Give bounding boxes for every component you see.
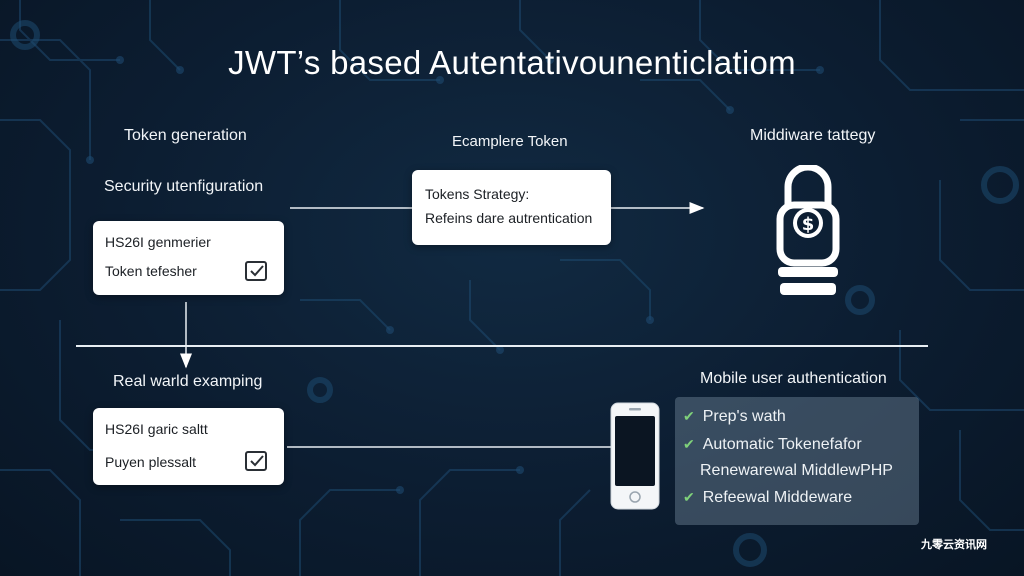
card-line: HS26I genmerier bbox=[105, 234, 211, 250]
label-token-generation: Token generation bbox=[124, 127, 247, 144]
card-real-world: HS26I garic saltt Puyen plessalt bbox=[93, 408, 284, 485]
checkbox-icon[interactable] bbox=[245, 451, 267, 471]
list-item-label: Automatic Tokenefafor bbox=[702, 436, 862, 453]
label-example-token: Ecamplere Token bbox=[452, 133, 568, 150]
padlock-icon: $ bbox=[776, 165, 840, 295]
diagram-title: JWT’s based Autentativounenticlatiom bbox=[228, 44, 796, 81]
label-real-world: Real warld examping bbox=[113, 373, 263, 390]
list-item-label: Prep's wath bbox=[702, 408, 786, 425]
list-item: ✔ Refeewal Middeware bbox=[683, 489, 852, 507]
card-line: Tokens Strategy: bbox=[425, 186, 530, 202]
list-item-label: Refeewal Middeware bbox=[702, 489, 853, 506]
list-item: ✔ Automatic Tokenefafor bbox=[683, 436, 862, 454]
card-line: HS26I garic saltt bbox=[105, 421, 208, 437]
card-token-generator: HS26I genmerier Token tefesher bbox=[93, 221, 284, 295]
card-line: Refeins dare autrentication bbox=[425, 210, 593, 226]
checkbox-icon[interactable] bbox=[245, 261, 267, 281]
card-line: Puyen plessalt bbox=[105, 454, 197, 470]
label-middleware-strategy: Middiware tattegy bbox=[750, 127, 876, 144]
card-line: Token tefesher bbox=[105, 263, 197, 279]
gear-icon bbox=[10, 20, 1019, 567]
card-token-strategy: Tokens Strategy: Refeins dare autrentica… bbox=[412, 170, 611, 245]
mobile-auth-panel: ✔ Prep's wath ✔ Automatic Tokenefafor Rene… bbox=[675, 397, 919, 525]
svg-text:$: $ bbox=[802, 214, 815, 235]
label-security-config: Security utenfiguration bbox=[104, 178, 264, 195]
check-icon: ✔ bbox=[683, 408, 695, 424]
watermark-text: 九零云资讯网 bbox=[921, 539, 987, 551]
check-icon: ✔ bbox=[683, 489, 695, 505]
list-item: ✔ Prep's wath bbox=[683, 408, 786, 426]
smartphone-icon bbox=[610, 402, 660, 510]
label-mobile-auth: Mobile user authentication bbox=[700, 370, 887, 387]
check-icon: ✔ bbox=[683, 436, 695, 452]
list-item: Renewarewal MiddlewPHP bbox=[700, 462, 893, 480]
list-item-label: Renewarewal MiddlewPHP bbox=[700, 462, 893, 479]
